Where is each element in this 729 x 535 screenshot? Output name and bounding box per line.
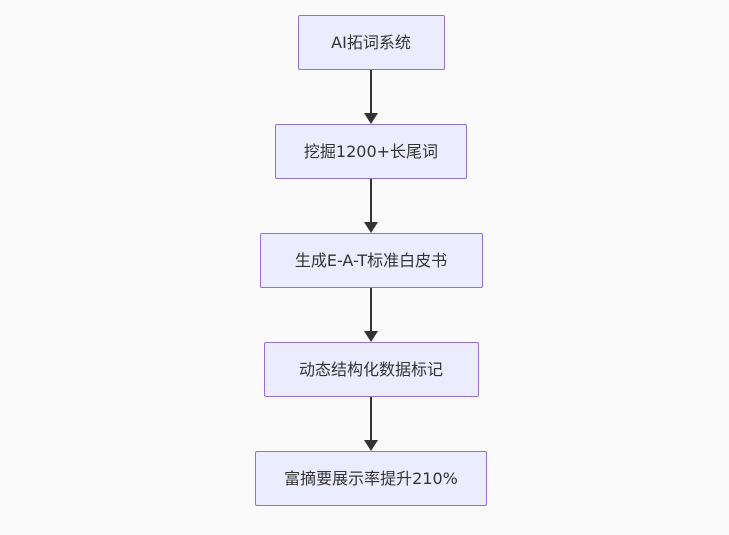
arrow-line (370, 70, 372, 114)
arrow-down-icon (364, 331, 378, 342)
flow-node-longtail-mining: 挖掘1200+长尾词 (275, 124, 467, 179)
flow-node-eat-whitepaper: 生成E-A-T标准白皮书 (259, 233, 483, 288)
arrow-connector-1 (364, 70, 378, 124)
arrow-line (370, 397, 372, 441)
arrow-connector-3 (364, 288, 378, 342)
arrow-connector-2 (364, 179, 378, 233)
arrow-line (370, 179, 372, 223)
arrow-connector-4 (364, 397, 378, 451)
arrow-down-icon (364, 440, 378, 451)
flow-node-rich-snippet-result: 富摘要展示率提升210% (255, 451, 487, 506)
arrow-down-icon (364, 113, 378, 124)
arrow-down-icon (364, 222, 378, 233)
flow-node-structured-data-markup: 动态结构化数据标记 (263, 342, 479, 397)
flowchart-column: AI拓词系统 挖掘1200+长尾词 生成E-A-T标准白皮书 动态结构化数据标记… (255, 15, 487, 506)
arrow-line (370, 288, 372, 332)
flow-node-ai-word-system: AI拓词系统 (297, 15, 445, 70)
